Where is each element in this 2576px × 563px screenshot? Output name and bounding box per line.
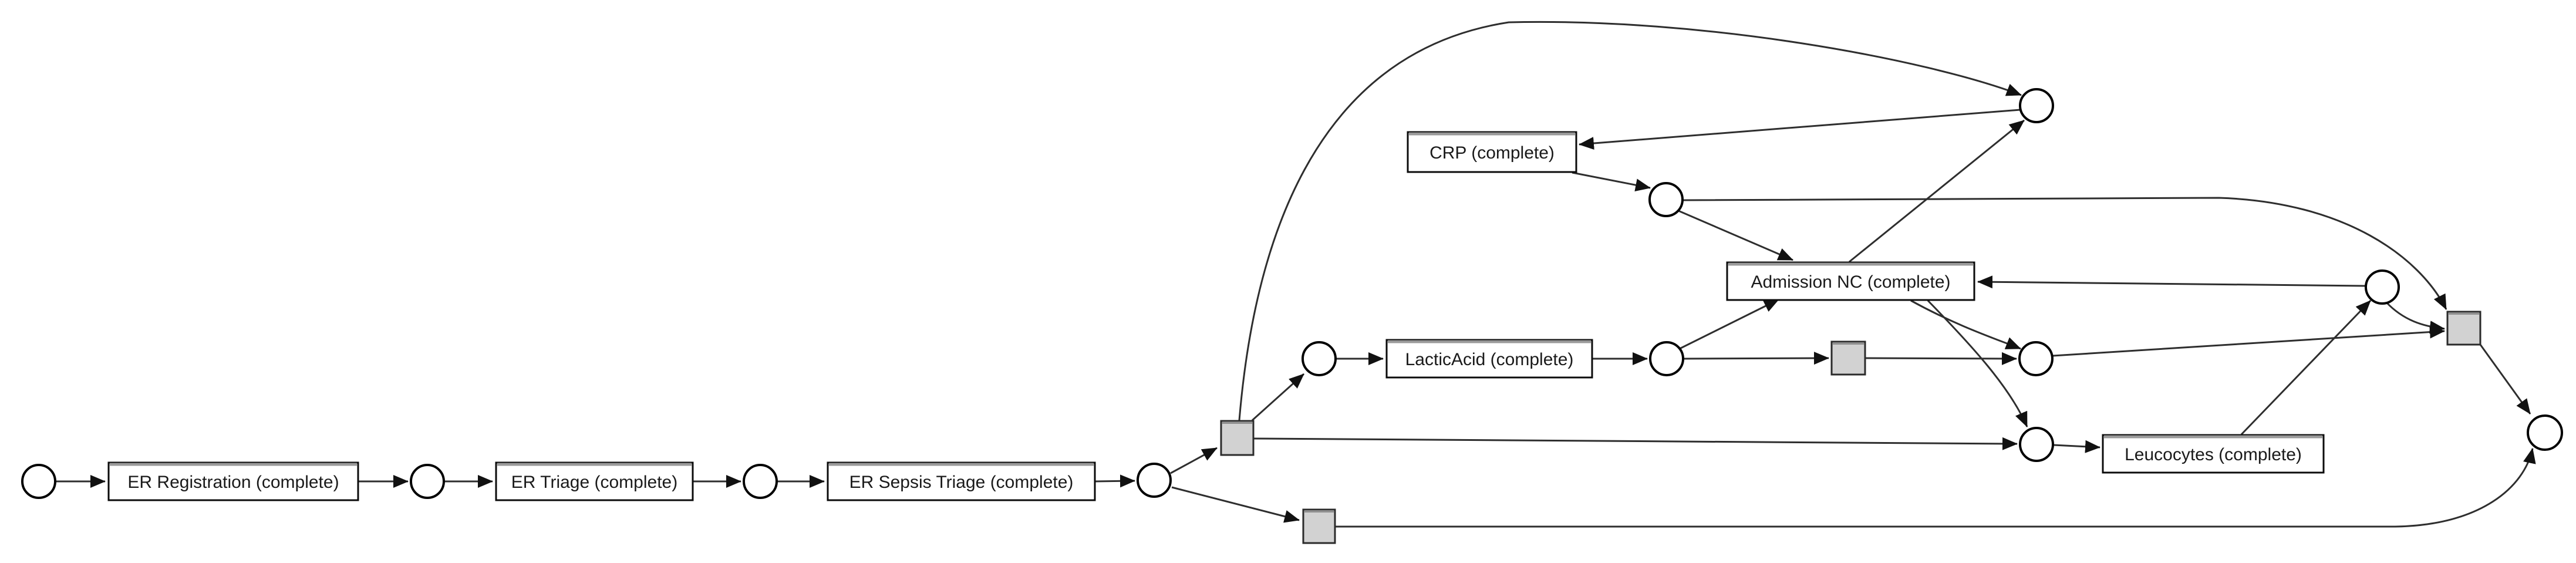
transition-label-er_registration: ER Registration (complete) [127,473,339,492]
place-p_end[interactable] [2527,414,2563,451]
edge-tau1-p7 [1238,21,2022,421]
edges-layer [55,21,2536,528]
place-p7[interactable] [2019,88,2054,123]
place-p10[interactable] [2365,269,2400,305]
edge-p3-tau2 [1171,486,1300,523]
transition-label-crp: CRP (complete) [1429,143,1555,163]
place-p5[interactable] [1649,341,1684,376]
transition-rect[interactable] [1385,339,1593,379]
edge-tau1-p9 [1253,437,2018,450]
edge-p6-tau4 [2052,325,2445,357]
edge-tau4-p_end [2479,344,2531,414]
place-p8[interactable] [1648,182,1684,217]
edge-leucocytes-p10 [2240,299,2372,436]
transition-rect[interactable] [1726,261,1975,301]
edge-admission_nc-p6 [1910,299,2021,350]
place-p9[interactable] [2019,427,2054,462]
transition-er_triage[interactable]: ER Triage (complete) [495,461,694,501]
edge-p10-admission_nc [1977,275,2366,289]
place-p2[interactable] [743,464,778,499]
transition-label-lactic_acid: LacticAcid (complete) [1405,350,1574,369]
transition-rect[interactable] [1407,131,1577,173]
silent-transition-tau1[interactable] [1220,420,1255,456]
place-p3[interactable] [1137,463,1172,498]
edge-tau1-p4 [1251,373,1305,422]
place-p_start[interactable] [21,464,56,499]
edge-p10-tau4 [2385,301,2445,334]
place-p4[interactable] [1302,341,1337,376]
transition-label-admission_nc: Admission NC (complete) [1751,272,1950,292]
transition-admission_nc[interactable]: Admission NC (complete) [1726,261,1975,301]
edge-p5-tau3 [1683,352,1829,365]
silent-transition-rect[interactable] [1302,508,1336,544]
silent-transition-tau3[interactable] [1830,341,1866,376]
transition-label-leucocytes: Leucocytes (complete) [2125,445,2302,464]
silent-transition-rect[interactable] [2446,311,2481,346]
silent-transition-tau4[interactable] [2446,311,2481,346]
transition-er_sepsis_triage[interactable]: ER Sepsis Triage (complete) [827,461,1096,501]
transition-er_registration[interactable]: ER Registration (complete) [107,461,359,501]
silent-transition-tau2[interactable] [1302,508,1336,544]
transition-crp[interactable]: CRP (complete) [1407,131,1577,173]
silent-transition-rect[interactable] [1830,341,1866,376]
place-p1[interactable] [410,464,445,499]
transition-rect[interactable] [827,461,1096,501]
nodes-layer: ER Registration (complete) ER Triage (com… [21,88,2563,544]
edge-tau3-p6 [1865,352,2017,365]
transition-label-er_triage: ER Triage (complete) [511,473,677,492]
transition-lactic_acid[interactable]: LacticAcid (complete) [1385,339,1593,379]
silent-transition-rect[interactable] [1220,420,1255,456]
edge-p9-leucocytes [2053,440,2100,453]
edge-p5-admission_nc [1679,298,1779,350]
edge-p8-tau4 [1683,197,2447,310]
transition-leucocytes[interactable]: Leucocytes (complete) [2102,434,2325,474]
transition-rect[interactable] [107,461,359,501]
edge-p3-tau1 [1170,447,1218,474]
edge-admission_nc-p7 [1849,119,2025,263]
transition-rect[interactable] [495,461,694,501]
place-p6[interactable] [2018,341,2054,376]
transition-rect[interactable] [2102,434,2325,474]
edge-crp-p8 [1572,171,1651,191]
edge-p8-admission_nc [1678,210,1793,261]
edge-tau2-p_end [1335,448,2536,528]
edge-p7-crp [1579,109,2021,150]
edge-admission_nc-p9 [1927,299,2028,427]
transition-label-er_sepsis_triage: ER Sepsis Triage (complete) [849,473,1074,492]
